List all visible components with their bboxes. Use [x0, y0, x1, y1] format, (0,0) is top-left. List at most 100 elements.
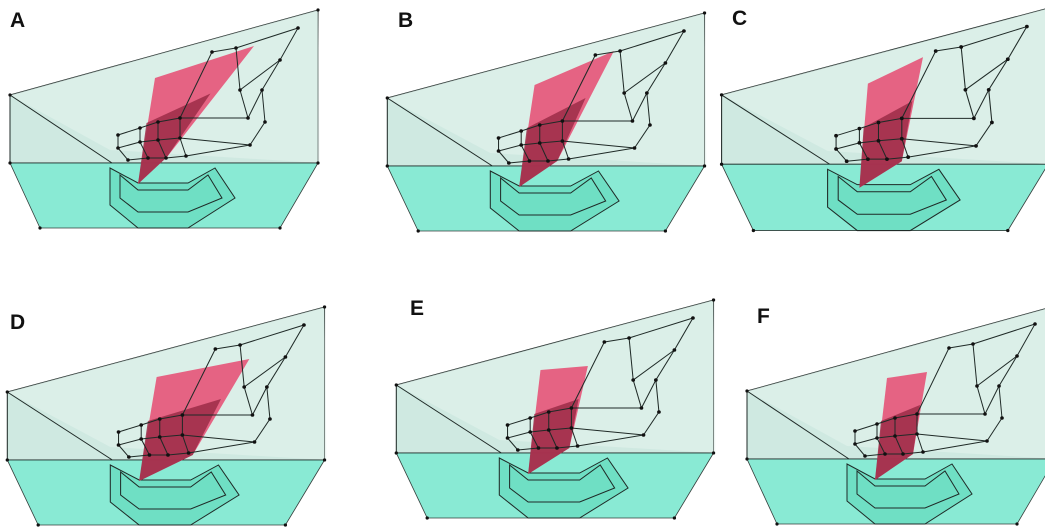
frame-edge	[878, 117, 902, 123]
frame-edge	[507, 417, 531, 426]
frame-edge	[640, 379, 657, 409]
corner-node	[711, 298, 716, 302]
frame-edge	[878, 138, 902, 142]
frame-node	[250, 413, 255, 417]
wall-crease	[396, 384, 502, 454]
frame-node	[180, 413, 185, 417]
corner-node	[719, 162, 724, 166]
frame-edge	[159, 436, 169, 456]
panel-e	[394, 298, 716, 520]
frame-node	[915, 412, 919, 416]
frame-edge	[960, 26, 1028, 48]
frame-node	[164, 156, 168, 160]
frame-edge	[498, 130, 522, 139]
frame-node	[865, 157, 870, 161]
frame-edge	[835, 128, 860, 137]
frame-node	[672, 348, 677, 352]
frame-node	[933, 49, 938, 53]
cutting-plane-lower	[519, 98, 586, 187]
frame-edge	[140, 438, 150, 456]
frame-node	[602, 340, 607, 344]
frame-edge	[619, 30, 685, 52]
pit-inner-ring	[120, 470, 227, 510]
frame-node	[575, 444, 580, 448]
frame-node	[593, 53, 598, 57]
panel-label-f: F	[757, 305, 770, 328]
frame-node	[857, 126, 862, 131]
frame-node	[178, 136, 182, 140]
frame-node	[242, 385, 247, 389]
frame-edge	[117, 127, 141, 136]
panel-label-d: D	[10, 311, 26, 334]
frame-node	[156, 138, 160, 142]
corner-node	[316, 161, 320, 165]
frame-edge	[239, 344, 245, 388]
frame-node	[974, 144, 978, 148]
frame-edge	[239, 89, 249, 119]
frame-edge	[182, 434, 255, 443]
frame-edge	[547, 158, 569, 162]
frame-edge	[179, 137, 187, 157]
frame-node	[546, 159, 550, 163]
frame-edge	[876, 417, 896, 425]
frame-edge	[118, 444, 130, 458]
frame-edge	[235, 27, 299, 49]
frame-node	[971, 116, 976, 121]
corner-node	[745, 457, 749, 461]
frame-edge	[243, 386, 253, 416]
frame-node	[630, 119, 635, 123]
frame-edge	[261, 89, 266, 123]
frame-edge	[960, 46, 966, 90]
frame-node	[834, 133, 838, 138]
frame-edge	[976, 355, 1018, 387]
frame-edge	[632, 349, 675, 381]
pit-inner-ring	[119, 173, 223, 213]
frame-edge	[646, 92, 651, 126]
frame-node	[875, 422, 879, 426]
frame-node	[959, 45, 964, 49]
frame-node	[184, 154, 188, 158]
frame-edge	[266, 386, 271, 420]
frame-edge	[975, 122, 993, 147]
frame-node	[302, 323, 306, 327]
frame-edge	[619, 50, 625, 94]
frame-node	[260, 88, 264, 92]
frame-node	[178, 116, 182, 120]
frame-edge	[986, 417, 1003, 442]
frame-edge	[628, 337, 634, 381]
frame-edge	[632, 379, 642, 409]
corner-node	[775, 522, 779, 526]
frame-edge	[561, 54, 596, 122]
frame-edge	[185, 144, 251, 157]
frame-edge	[139, 141, 149, 159]
corner-node	[278, 226, 282, 230]
frame-node	[519, 129, 524, 133]
frame-node	[506, 161, 511, 165]
frame-edge	[284, 324, 305, 358]
frame-node	[238, 343, 242, 347]
frame-edge	[916, 433, 988, 442]
pit-outline	[109, 167, 236, 229]
corner-node	[745, 389, 749, 393]
frame-node	[906, 155, 911, 159]
frame-node	[901, 452, 905, 456]
frame-edge	[548, 407, 572, 413]
frame-node	[899, 136, 904, 141]
frame-edge	[530, 429, 549, 433]
frame-node	[496, 136, 501, 140]
frame-node	[546, 410, 551, 414]
frame-node	[166, 453, 170, 457]
frame-node	[834, 147, 838, 151]
frame-node	[536, 446, 541, 450]
wall-crease	[721, 94, 831, 165]
panel-d	[5, 305, 327, 527]
frame-edge	[118, 424, 142, 433]
frame-node	[528, 416, 533, 420]
frame-node	[983, 412, 987, 416]
frame-edge	[165, 155, 187, 159]
frame-node	[157, 435, 162, 439]
frame-edge	[211, 47, 237, 53]
pit-outline	[846, 463, 973, 525]
panel-a	[8, 8, 320, 230]
